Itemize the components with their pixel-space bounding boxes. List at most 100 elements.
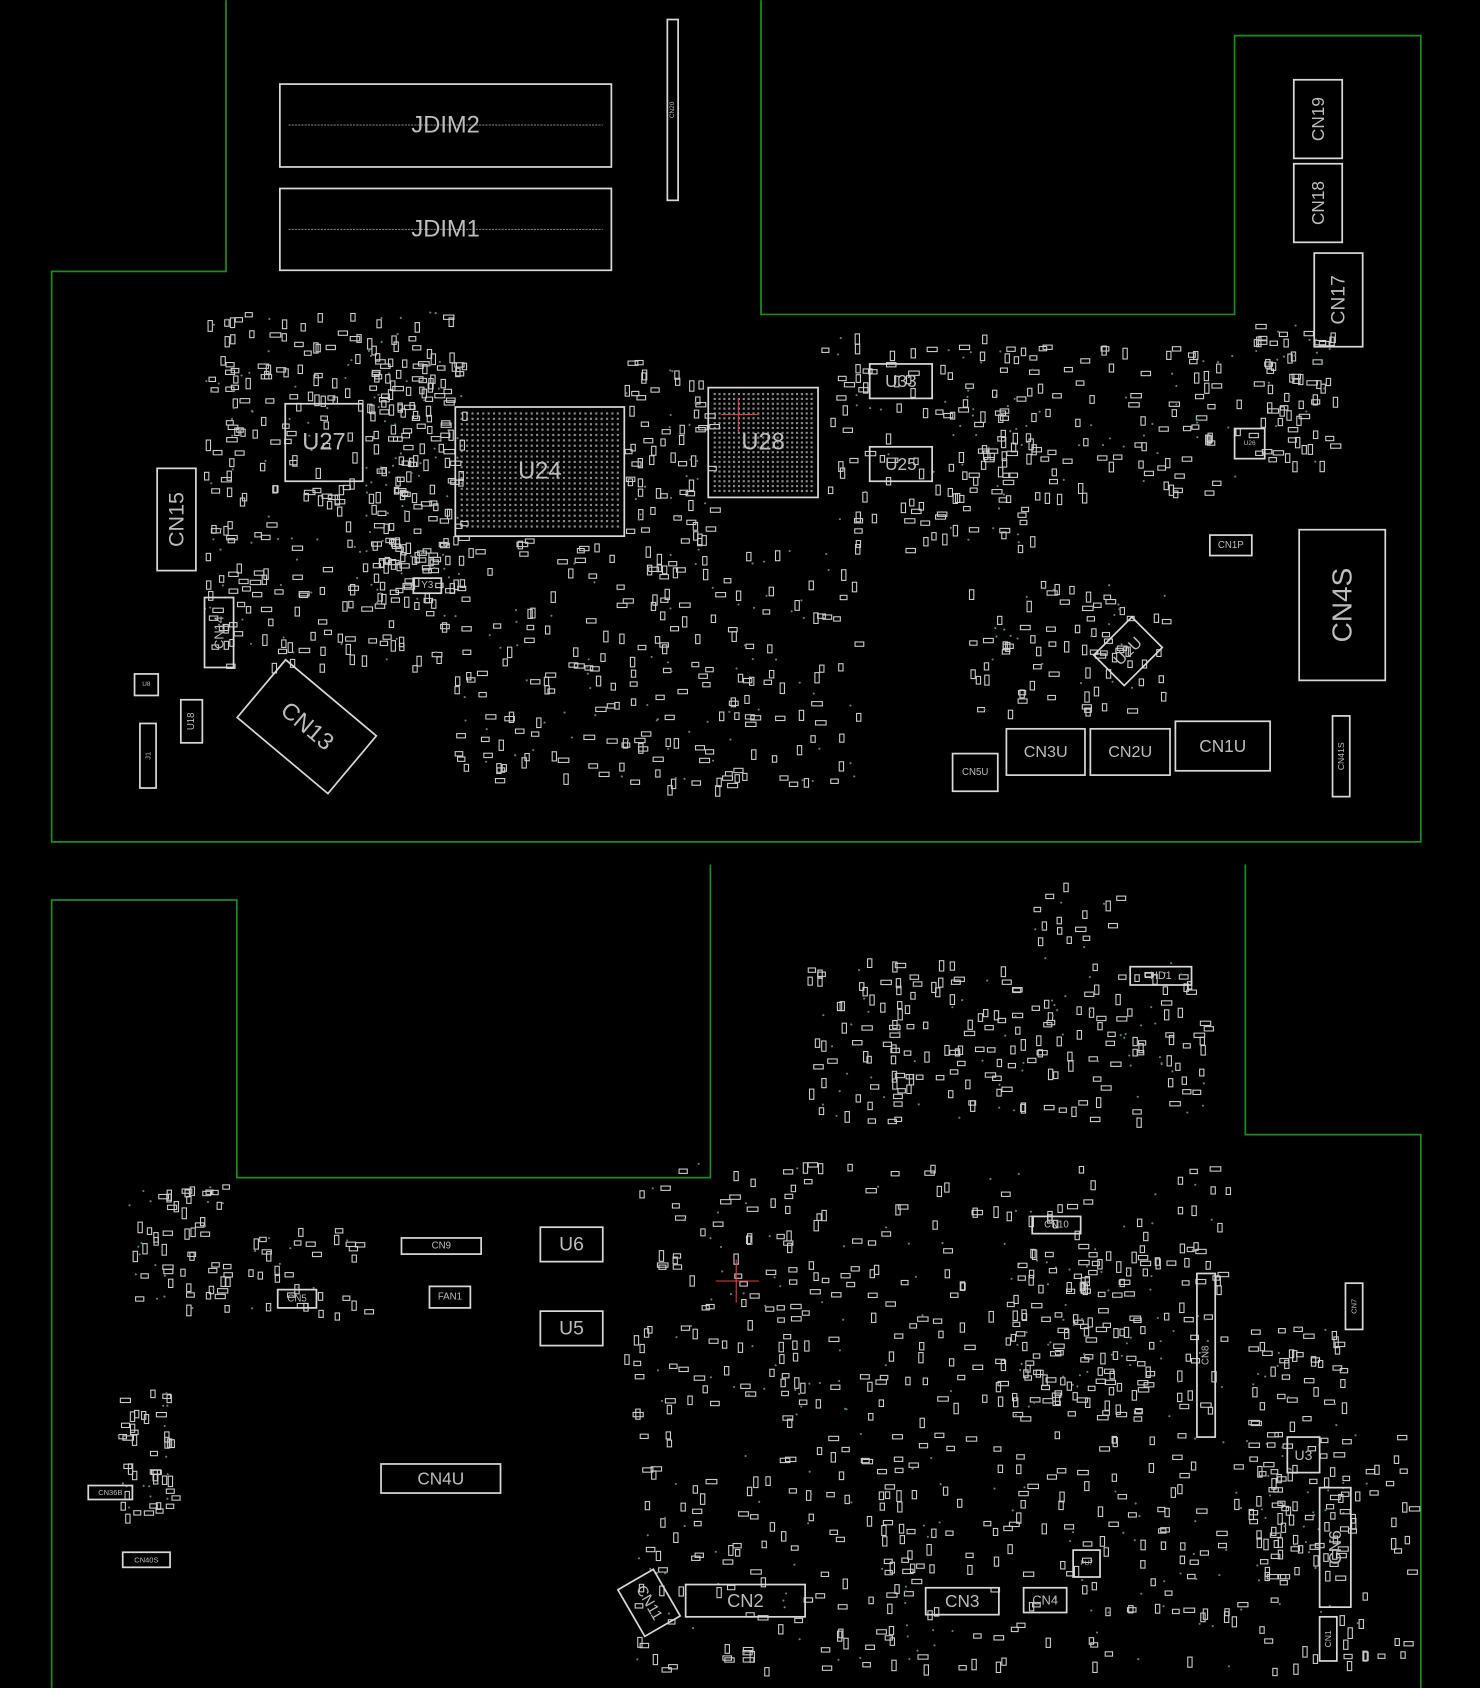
component-18[interactable]: CN4S xyxy=(1298,528,1387,682)
component-0[interactable]: JDIM2 xyxy=(278,83,613,168)
via xyxy=(1320,360,1323,363)
component-8[interactable]: CN10 xyxy=(1031,1215,1082,1235)
bga-ball xyxy=(781,397,784,400)
smd-pad xyxy=(1171,346,1182,352)
bga-ball xyxy=(728,422,731,425)
component-25[interactable]: U26 xyxy=(1233,427,1266,460)
via xyxy=(958,1116,961,1119)
bga-ball xyxy=(530,439,533,442)
component-16[interactable]: CN4 xyxy=(1022,1586,1068,1614)
component-6[interactable]: CN36B xyxy=(87,1484,134,1501)
component-outline xyxy=(1005,727,1086,776)
bga-ball xyxy=(557,423,560,426)
component-26[interactable]: U8 xyxy=(133,673,160,697)
component-2[interactable]: CN20 xyxy=(666,18,679,202)
component-1[interactable]: JDIM1 xyxy=(278,187,613,272)
smd-pad xyxy=(420,501,433,507)
via xyxy=(378,470,381,473)
smd-pad xyxy=(803,1178,813,1185)
bga-ball xyxy=(530,455,533,458)
bga-ball xyxy=(589,503,592,507)
component-22[interactable]: CN2U xyxy=(1089,727,1171,776)
smd-pad xyxy=(1142,1268,1149,1277)
bga-ball xyxy=(781,402,784,405)
component-7[interactable]: CN40S xyxy=(121,1551,171,1569)
smd-pad xyxy=(445,555,451,566)
bga-ball xyxy=(530,482,533,485)
smd-pad xyxy=(372,562,381,569)
component-24[interactable]: CN41S xyxy=(1331,715,1351,798)
smd-pad xyxy=(1216,1285,1222,1296)
smd-pad xyxy=(986,1047,996,1053)
component-17[interactable]: CN1P xyxy=(1208,534,1253,557)
bga-ball xyxy=(525,466,528,469)
bga-ball xyxy=(713,475,716,478)
component-20[interactable]: CN5U xyxy=(951,752,999,793)
component-9[interactable]: U33 xyxy=(868,363,933,400)
component-21[interactable]: CN3U xyxy=(1005,727,1086,776)
via xyxy=(1093,990,1096,994)
component-14[interactable]: CN2 xyxy=(684,1583,806,1618)
bga-ball xyxy=(776,397,779,400)
smd-pad xyxy=(911,1490,918,1500)
component-19[interactable]: PU7 xyxy=(1072,1549,1101,1578)
via xyxy=(206,1200,210,1204)
component-3[interactable]: FAN1 xyxy=(428,1285,472,1309)
via xyxy=(983,708,986,711)
smd-pad xyxy=(1019,624,1031,631)
component-12[interactable]: CN1 xyxy=(1318,1615,1338,1662)
component-17[interactable]: CN11 xyxy=(616,1568,682,1638)
smd-pad xyxy=(894,1072,906,1079)
via xyxy=(1365,1482,1368,1485)
component-2[interactable]: U5 xyxy=(539,1310,604,1347)
bga-ball xyxy=(600,439,603,442)
bga-ball xyxy=(579,493,582,496)
smd-pad xyxy=(1023,1369,1029,1379)
component-10[interactable]: CN8 xyxy=(1196,1272,1217,1438)
component-7[interactable]: U24 xyxy=(454,406,626,538)
smd-pad xyxy=(822,614,833,620)
bga-ball xyxy=(616,433,619,437)
via xyxy=(403,492,406,495)
via xyxy=(798,1392,801,1395)
bga-ball xyxy=(557,525,560,528)
smd-pad xyxy=(808,1513,814,1522)
smd-pad xyxy=(1054,1394,1061,1406)
component-6[interactable]: U27 xyxy=(284,402,364,483)
component-16[interactable]: Y3 xyxy=(412,577,443,595)
component-18[interactable]: U3 xyxy=(1286,1436,1321,1474)
smd-pad xyxy=(349,335,361,342)
component-4[interactable]: CN5 xyxy=(276,1288,318,1309)
smd-pad xyxy=(1234,1498,1240,1511)
component-9[interactable]: HD1 xyxy=(1129,965,1193,986)
component-5[interactable]: CN4U xyxy=(380,1463,502,1494)
component-0[interactable]: CN9 xyxy=(400,1237,482,1255)
component-15[interactable]: J1 xyxy=(139,722,157,789)
component-15[interactable]: CN3 xyxy=(924,1586,1000,1616)
component-outline xyxy=(1318,1615,1338,1662)
component-13[interactable]: CN7 xyxy=(1344,1282,1364,1331)
component-10[interactable]: U25 xyxy=(868,445,933,483)
smd-pad xyxy=(347,539,353,548)
component-12[interactable]: CN14 xyxy=(203,596,235,669)
bga-ball xyxy=(471,428,474,431)
component-5[interactable]: CN17 xyxy=(1313,252,1364,348)
via xyxy=(1196,418,1199,421)
smd-pad xyxy=(838,1628,844,1639)
component-23[interactable]: CN1U xyxy=(1174,720,1271,772)
component-11[interactable]: CN6 xyxy=(1318,1486,1352,1609)
component-14[interactable]: U18 xyxy=(179,698,204,744)
component-3[interactable]: CN19 xyxy=(1292,78,1344,160)
bga-ball xyxy=(552,439,555,442)
component-13[interactable]: CN13 xyxy=(235,658,378,795)
component-8[interactable]: U28 xyxy=(707,386,819,499)
via xyxy=(818,1381,821,1385)
bga-ball xyxy=(718,470,721,473)
component-11[interactable]: CN15 xyxy=(156,467,197,572)
component-1[interactable]: U6 xyxy=(539,1226,604,1263)
smd-pad xyxy=(959,1322,966,1333)
smd-pad xyxy=(1030,635,1036,644)
smd-pad xyxy=(660,611,666,621)
component-4[interactable]: CN18 xyxy=(1292,162,1344,244)
